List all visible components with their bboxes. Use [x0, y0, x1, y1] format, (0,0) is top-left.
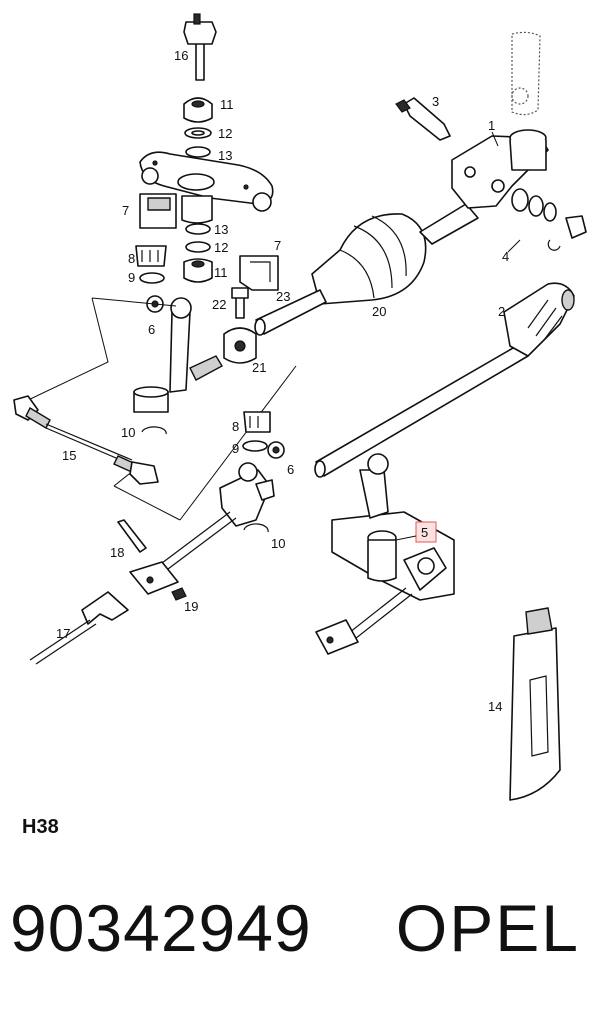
part-23-shaft — [254, 289, 327, 336]
callout-10a: 10 — [121, 425, 135, 440]
part-1-housing — [451, 31, 549, 209]
callout-10b: 10 — [271, 536, 285, 551]
callout-6a: 6 — [148, 322, 155, 337]
brand-name: OPEL — [395, 891, 580, 965]
callout-12a: 12 — [218, 126, 232, 141]
part-9-ring-left — [139, 272, 165, 284]
callout-13a: 13 — [218, 148, 232, 163]
upper-lever-plate — [139, 151, 274, 212]
section-code: H38 — [22, 816, 59, 838]
part-7-clip-right — [239, 255, 279, 291]
callout-9a: 9 — [128, 270, 135, 285]
exploded-parts-diagram: 1 2 3 4 5 6 6 7 7 8 8 9 9 10 10 11 11 12… — [13, 13, 587, 801]
part-9-ring-right — [242, 440, 268, 452]
part-14-grease-tube — [509, 607, 561, 801]
part-4-rings — [507, 188, 587, 253]
callout-5-highlighted[interactable]: 5 — [395, 521, 437, 543]
part-21-block — [223, 327, 257, 364]
part-5-assembly — [315, 453, 455, 655]
callout-20: 20 — [372, 304, 386, 319]
callout-2: 2 — [498, 304, 505, 319]
part-2-shaft — [314, 282, 575, 478]
part-7-block-left — [139, 193, 177, 229]
part-11-bushing-upper — [183, 97, 213, 123]
callout-11b: 11 — [214, 265, 228, 280]
part-13-ring-upper — [185, 146, 211, 158]
part-info: 90342949 OPEL — [10, 890, 590, 980]
callout-15: 15 — [62, 448, 76, 463]
steering-column-housing — [419, 203, 479, 245]
callout-22: 22 — [212, 297, 226, 312]
callout-14: 14 — [488, 699, 502, 714]
part-15-rod — [13, 395, 159, 485]
part-6-nut-right — [267, 441, 285, 459]
part-18-pin — [117, 519, 147, 553]
callout-16: 16 — [174, 48, 188, 63]
part-11-bushing-lower — [183, 258, 213, 283]
callout-7b: 7 — [274, 238, 281, 253]
part-number: 90342949 — [10, 891, 312, 965]
callout-3: 3 — [432, 94, 439, 109]
callout-12b: 12 — [214, 240, 228, 255]
callout-6b: 6 — [287, 462, 294, 477]
callout-18: 18 — [110, 545, 124, 560]
part-8-clip-right — [243, 411, 271, 433]
callout-11a: 11 — [220, 97, 234, 112]
part-16-bolt — [183, 13, 217, 81]
callout-4: 4 — [502, 249, 509, 264]
part-13-ring-lower — [185, 223, 211, 235]
callout-19: 19 — [184, 599, 198, 614]
callout-8a: 8 — [128, 251, 135, 266]
callout-9b: 9 — [232, 441, 239, 456]
callout-13b: 13 — [214, 222, 228, 237]
part-22-bolt — [231, 287, 249, 319]
part-12-washer-lower — [185, 241, 211, 253]
center-bushing — [181, 195, 213, 224]
callout-23: 23 — [276, 289, 290, 304]
part-20-boot — [311, 213, 427, 305]
callout-21: 21 — [252, 360, 266, 375]
selector-lever-left — [133, 297, 223, 413]
callout-1: 1 — [488, 118, 495, 133]
callout-17: 17 — [56, 626, 70, 641]
part-17-yoke — [29, 591, 129, 665]
part-19-clip — [171, 587, 187, 601]
part-3-sensor — [395, 97, 451, 141]
part-8-clip-left — [135, 245, 167, 267]
callout-7a: 7 — [122, 203, 129, 218]
lower-lever-left — [129, 462, 275, 595]
part-10-circlip-right — [243, 523, 269, 533]
part-10-circlip-left — [141, 426, 167, 435]
part-12-washer-upper — [184, 127, 212, 139]
callout-5: 5 — [421, 525, 428, 540]
callout-8b: 8 — [232, 419, 239, 434]
